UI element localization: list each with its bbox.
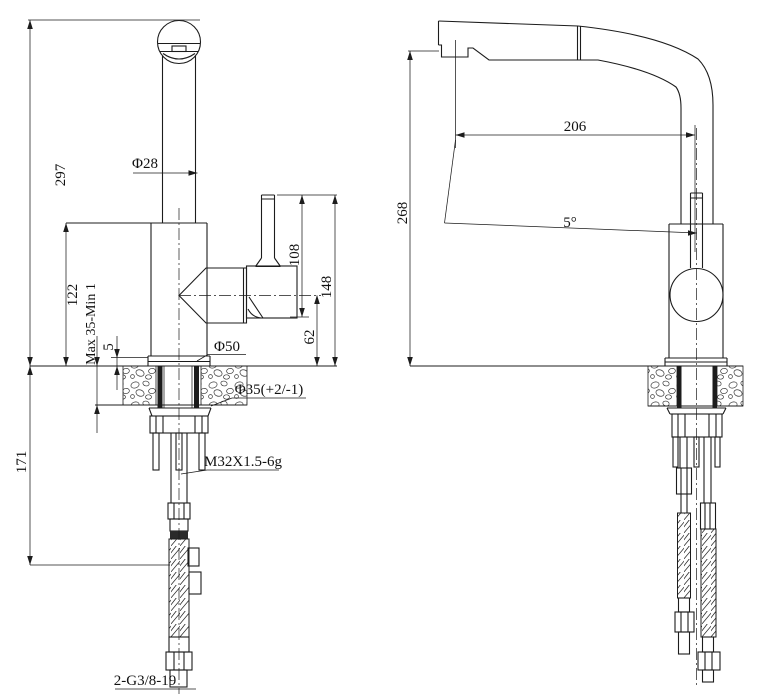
dim-shank-thread-label: M32X1.5-6g [204, 454, 282, 470]
body-side [664, 192, 728, 366]
dim-tilt-angle-label: 5° [563, 215, 577, 231]
dim-flange-gap-label: 5 [101, 343, 117, 351]
dim-handle-total-label: 148 [319, 276, 335, 299]
side-dimensions: 206 268 5° [395, 40, 698, 366]
side-view: 206 268 5° [395, 20, 744, 688]
countertop-front [30, 365, 337, 408]
handle-assembly [178, 194, 298, 324]
supply-hose-side-left [674, 437, 695, 655]
front-view: 297 122 171 Max 35-Min 1 5 Φ28 Φ50 Φ35(+… [14, 19, 338, 694]
dim-under-counter-label: 171 [14, 451, 30, 474]
dim-pivot-counter-label: 62 [302, 330, 318, 345]
spout-arm-side [437, 20, 714, 224]
supply-hose-side-right [697, 437, 721, 683]
dim-counter-thickness-label: Max 35-Min 1 [84, 283, 99, 365]
dim-spout-height-label: 268 [395, 202, 411, 225]
spray-head [156, 19, 202, 65]
dim-hole-diameter-label: Φ35(+2/-1) [235, 382, 304, 398]
front-dimensions: 297 122 171 Max 35-Min 1 5 Φ28 Φ50 Φ35(+… [14, 19, 338, 690]
dim-body-height-label: 122 [65, 284, 81, 307]
dim-spout-diameter-label: Φ28 [132, 156, 158, 172]
supply-hose-front [165, 502, 202, 688]
dim-overall-height-label: 297 [53, 163, 69, 186]
dim-handle-height-label: 108 [287, 244, 303, 267]
countertop-side [410, 365, 744, 408]
dim-base-diameter-label: Φ50 [214, 339, 240, 355]
mounting-hardware-front [148, 407, 212, 503]
spout-column [161, 56, 197, 223]
dim-spout-reach-label: 206 [564, 119, 587, 135]
dim-hose-thread-label: 2-G3/8-19 [114, 673, 177, 689]
